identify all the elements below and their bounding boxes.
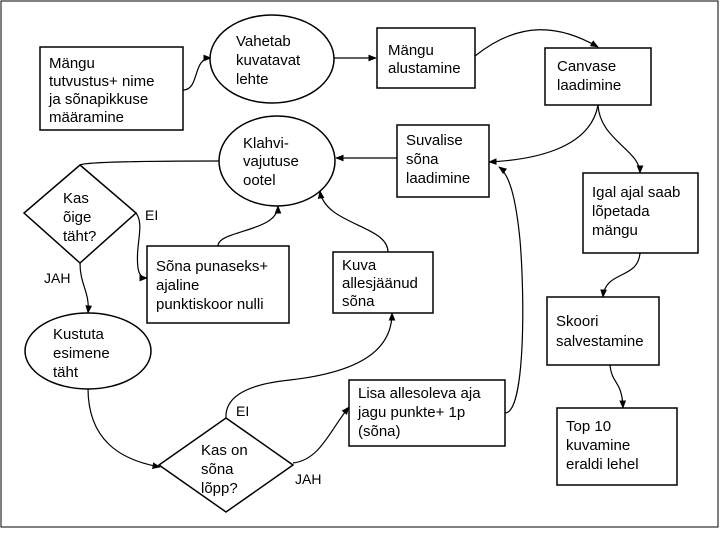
node-text: eraldi lehel: [566, 456, 639, 473]
node-text: Top 10: [566, 418, 611, 435]
node-text: Mängu: [49, 55, 95, 72]
node-text: tutvustus+ nime: [49, 73, 154, 90]
node-save-score: Skoori salvestamine: [546, 296, 660, 366]
edge-label-ei: EI: [145, 207, 158, 223]
edge-show-to-keywait: [317, 190, 389, 253]
node-text: vajutuse: [243, 153, 299, 170]
node-text: kuvatavat: [236, 52, 301, 69]
node-text: lehte: [236, 71, 269, 88]
node-text: allesjäänud: [342, 275, 418, 292]
edge-red-to-keywait: [217, 205, 282, 247]
node-text: (sõna): [358, 423, 401, 440]
node-top10: Top 10 kuvamine eraldi lehel: [556, 407, 678, 486]
edge-decision-jah-to-delete: [79, 262, 93, 314]
edge-quit-to-save: [600, 252, 641, 298]
node-text: lõpp?: [201, 480, 238, 497]
node-random-word: Suvalise sõna laadimine: [396, 124, 490, 198]
node-text: punktiskoor nulli: [156, 296, 264, 313]
edge-wordend-jah-to-add: [292, 406, 350, 464]
node-show-remaining: Kuva allesjäänud sõna: [332, 251, 434, 314]
node-text: määramine: [49, 109, 124, 126]
node-delete-first: Kustuta esimene täht: [24, 312, 152, 390]
node-text: Suvalise: [406, 132, 463, 149]
node-text: Klahvi-: [243, 135, 289, 152]
edge-start-to-canvas: [474, 29, 599, 57]
node-text: kuvamine: [566, 437, 630, 454]
node-text: alustamine: [388, 60, 461, 77]
edge-save-to-top10: [609, 364, 627, 409]
node-text: laadimine: [557, 77, 621, 94]
node-text: salvestamine: [556, 333, 644, 350]
node-game-start: Mängu alustamine: [376, 27, 476, 89]
node-text: Kustuta: [53, 326, 105, 343]
node-text: jagu punkte+ 1p: [357, 404, 465, 421]
node-text: täht: [53, 364, 79, 381]
node-text: ja sõnapikkuse: [48, 91, 148, 108]
node-text: lõpetada: [592, 203, 650, 220]
node-text: Sõna punaseks+: [156, 258, 268, 275]
edge-decision-ei-to-red: [135, 212, 148, 282]
decision-word-end: Kas on sõna lõpp?: [157, 417, 295, 513]
node-text: ootel: [243, 172, 276, 189]
node-text: sõna: [342, 293, 375, 310]
edge-label-ei: EI: [236, 403, 249, 419]
node-add-points: Lisa allesoleva aja jagu punkte+ 1p (sõn…: [348, 379, 506, 447]
node-text: Mängu: [388, 42, 434, 59]
node-game-intro: Mängu tutvustus+ nime ja sõnapikkuse mää…: [39, 46, 184, 131]
node-text: täht?: [63, 228, 96, 245]
edge-add-to-random: [498, 166, 524, 414]
node-text: sõna: [406, 151, 439, 168]
node-text: õige: [63, 209, 91, 226]
node-text: sõna: [201, 461, 234, 478]
diagram-frame: [0, 0, 719, 528]
node-text: Igal ajal saab: [592, 184, 680, 201]
node-text: Canvase: [557, 58, 616, 75]
node-text: Skoori: [556, 313, 599, 330]
node-text: Kas: [63, 190, 89, 207]
edge-canvas-to-random: [488, 104, 599, 165]
edge-intro-to-switch: [182, 54, 212, 91]
node-text: Lisa allesoleva aja: [358, 385, 481, 402]
node-text: ajaline: [156, 277, 199, 294]
node-text: esimene: [53, 345, 110, 362]
edge-label-jah: JAH: [44, 270, 70, 286]
node-switch-page: Vahetab kuvatavat lehte: [209, 14, 335, 104]
node-text: Kuva: [342, 257, 377, 274]
edge-delete-to-wordend: [87, 387, 161, 470]
node-text: laadimine: [406, 170, 470, 187]
edge-keywait-to-decision: [79, 160, 221, 166]
node-canvas-load: Canvase laadimine: [544, 47, 652, 106]
node-key-wait: Klahvi- vajutuse ootel: [218, 115, 336, 207]
node-word-red: Sõna punaseks+ ajaline punktiskoor nulli: [146, 245, 290, 324]
node-text: mängu: [592, 222, 638, 239]
node-text: Vahetab: [236, 33, 291, 50]
edge-canvas-to-quit: [597, 104, 644, 174]
node-quit-anytime: Igal ajal saab lõpetada mängu: [582, 172, 699, 254]
edge-wordend-ei-to-show: [225, 312, 396, 419]
edge-label-jah: JAH: [295, 471, 321, 487]
node-text: Kas on: [201, 442, 248, 459]
decision-right-letter: Kas õige täht?: [22, 164, 138, 265]
